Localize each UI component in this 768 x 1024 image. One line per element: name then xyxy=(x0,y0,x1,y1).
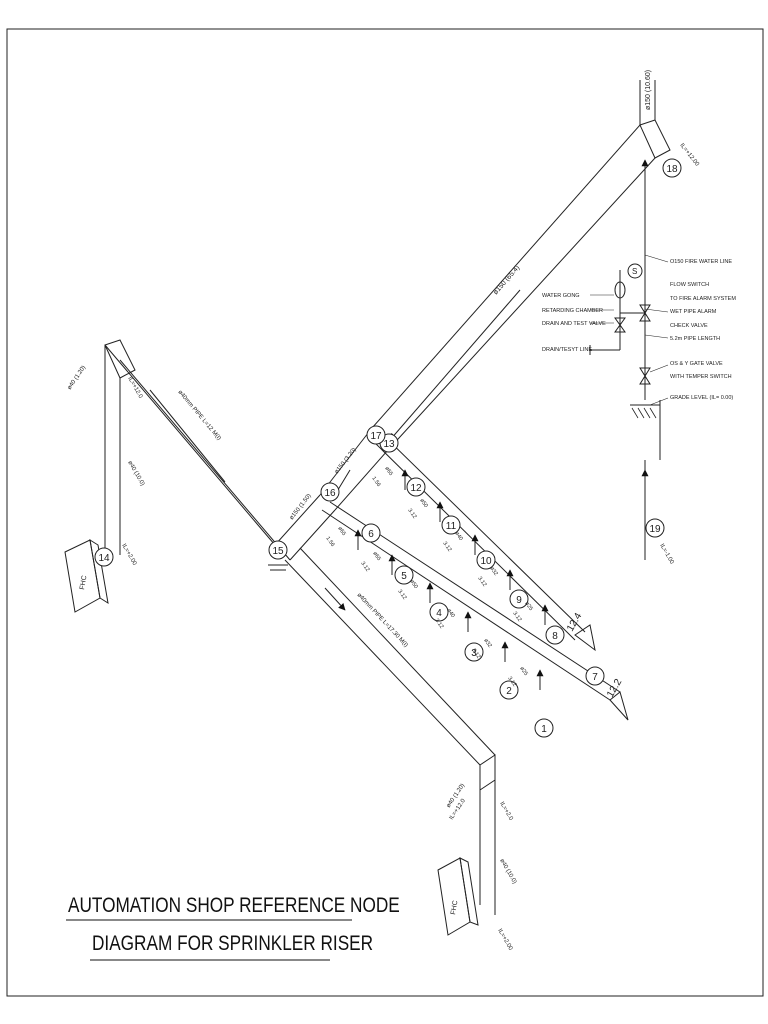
label-retarding-chamber: RETARDING CHAMBER xyxy=(542,308,603,314)
branch-size-l6: ø25 xyxy=(518,666,528,677)
branch-len-l4: 3.12 xyxy=(433,618,444,630)
label-left-riser: ø40 (10.0) xyxy=(126,460,145,487)
fhc-bottom-label: FHC xyxy=(450,900,459,915)
label-gate-valve: OS & Y GATE VALVE xyxy=(670,361,723,367)
branch-size-u5: ø25 xyxy=(523,601,533,612)
pipe-annotations: ø150 (10.60) IL=+12.00 ø150 (65.4) ø150 … xyxy=(67,70,701,952)
fhc-left-label: FHC xyxy=(79,575,88,590)
riser-annotations: O150 FIRE WATER LINE FLOW SWITCH TO FIRE… xyxy=(542,259,736,401)
branch-len-l6: 3.12 xyxy=(506,676,517,688)
drawing-border xyxy=(6,28,764,997)
label-flow-switch: FLOW SWITCH xyxy=(670,282,709,288)
label-fire-water-line: O150 FIRE WATER LINE xyxy=(670,259,732,265)
title-line-2: DIAGRAM FOR SPRINKLER RISER xyxy=(92,933,373,956)
branch-len-u4: 3.12 xyxy=(476,576,487,588)
node-12: 12 xyxy=(410,483,422,494)
branch-annotations: ø65 1.56 ø50 3.12 ø40 3.12 ø32 3.12 ø25 … xyxy=(324,466,533,688)
branch-size-l2: ø65 xyxy=(371,551,381,562)
branch-size-u2: ø50 xyxy=(418,498,428,509)
branch-len-u2: 3.12 xyxy=(406,508,417,520)
label-bottom-riser: ø40 (10.0) xyxy=(498,858,517,885)
label-left-il-bottom: IL=+2.00 xyxy=(120,543,137,567)
label-pipe-length: 5.2m PIPE LENGTH xyxy=(670,336,720,342)
branch-len-u5: 3.12 xyxy=(511,611,522,623)
node-13: 13 xyxy=(383,439,395,450)
node-9: 9 xyxy=(516,595,522,606)
branch-size-l1: ø65 xyxy=(336,526,346,537)
branch-len-l3: 3.12 xyxy=(396,589,407,601)
node-6: 6 xyxy=(368,529,374,540)
label-wet-pipe-alarm: WET PIPE ALARM xyxy=(670,309,717,315)
label-top-il: IL=+12.00 xyxy=(678,143,700,169)
node-labels: 1 2 3 4 5 6 7 8 9 10 11 12 13 14 15 16 1… xyxy=(98,164,678,735)
label-bottom-il-2: IL=+2.0 xyxy=(498,801,514,822)
label-left-top: ø40 (1.20) xyxy=(67,365,87,391)
label-top-riser: ø150 (10.60) xyxy=(645,70,652,110)
node-18: 18 xyxy=(666,164,678,175)
node-2: 2 xyxy=(506,686,512,697)
node-8: 8 xyxy=(552,631,558,642)
node-14: 14 xyxy=(98,553,110,564)
flow-switch-symbol: S xyxy=(632,267,637,276)
label-main-diag: ø150 (65.4) xyxy=(492,264,521,296)
node-17: 17 xyxy=(370,431,382,442)
node-markers xyxy=(94,158,682,738)
label-grade-level: GRADE LEVEL (IL= 0.00) xyxy=(670,395,733,401)
branch-size-l4: ø40 xyxy=(445,608,455,619)
label-bottom-il-bottom: IL=+2.00 xyxy=(496,928,513,952)
title-line-1: AUTOMATION SHOP REFERENCE NODE xyxy=(68,895,400,918)
label-drain-test-valve: DRAIN AND TEST VALVE xyxy=(542,321,606,327)
branch-len-u3: 3.12 xyxy=(441,541,452,553)
label-to-fire-alarm: TO FIRE ALARM SYSTEM xyxy=(670,296,736,302)
node-4: 4 xyxy=(436,608,442,619)
branch-len-u1: 1.56 xyxy=(370,476,381,488)
label-pipe-lower: ø40mm PIPE L=17.30 M(I) xyxy=(356,592,409,648)
label-dia150-a: ø150 (3.20) xyxy=(334,447,358,475)
branch-size-u4: ø32 xyxy=(488,566,498,577)
pipework xyxy=(64,80,671,936)
label-riser-il-bottom: IL=-1.00 xyxy=(658,543,675,566)
branch-len-l1: 1.56 xyxy=(324,536,335,548)
branch-size-l5: ø32 xyxy=(482,638,492,649)
label-tamper-switch: WITH TEMPER SWITCH xyxy=(670,374,732,380)
label-check-valve: CHECK VALVE xyxy=(670,323,708,329)
label-water-gong: WATER GONG xyxy=(542,293,580,299)
branch-len-l5: 3.12 xyxy=(470,648,481,660)
node-5: 5 xyxy=(401,571,407,582)
label-drain-test-line: DRAIN/TESYT LINE xyxy=(542,347,592,353)
node-15: 15 xyxy=(272,546,284,557)
lower-sprinklers xyxy=(354,529,544,690)
node-11: 11 xyxy=(446,521,457,532)
branch-len-l2: 3.12 xyxy=(359,561,370,573)
node-3: 3 xyxy=(471,648,477,659)
node-16: 16 xyxy=(324,488,336,499)
node-10: 10 xyxy=(480,556,492,567)
node-19: 19 xyxy=(649,524,661,535)
branch-size-l3: ø50 xyxy=(408,579,418,590)
node-1: 1 xyxy=(541,724,547,735)
branch-size-u1: ø65 xyxy=(383,466,393,477)
fhc-bottom xyxy=(437,857,471,936)
branch-size-u3: ø40 xyxy=(453,531,463,542)
upper-sprinklers xyxy=(401,469,549,625)
node-7: 7 xyxy=(592,672,598,683)
